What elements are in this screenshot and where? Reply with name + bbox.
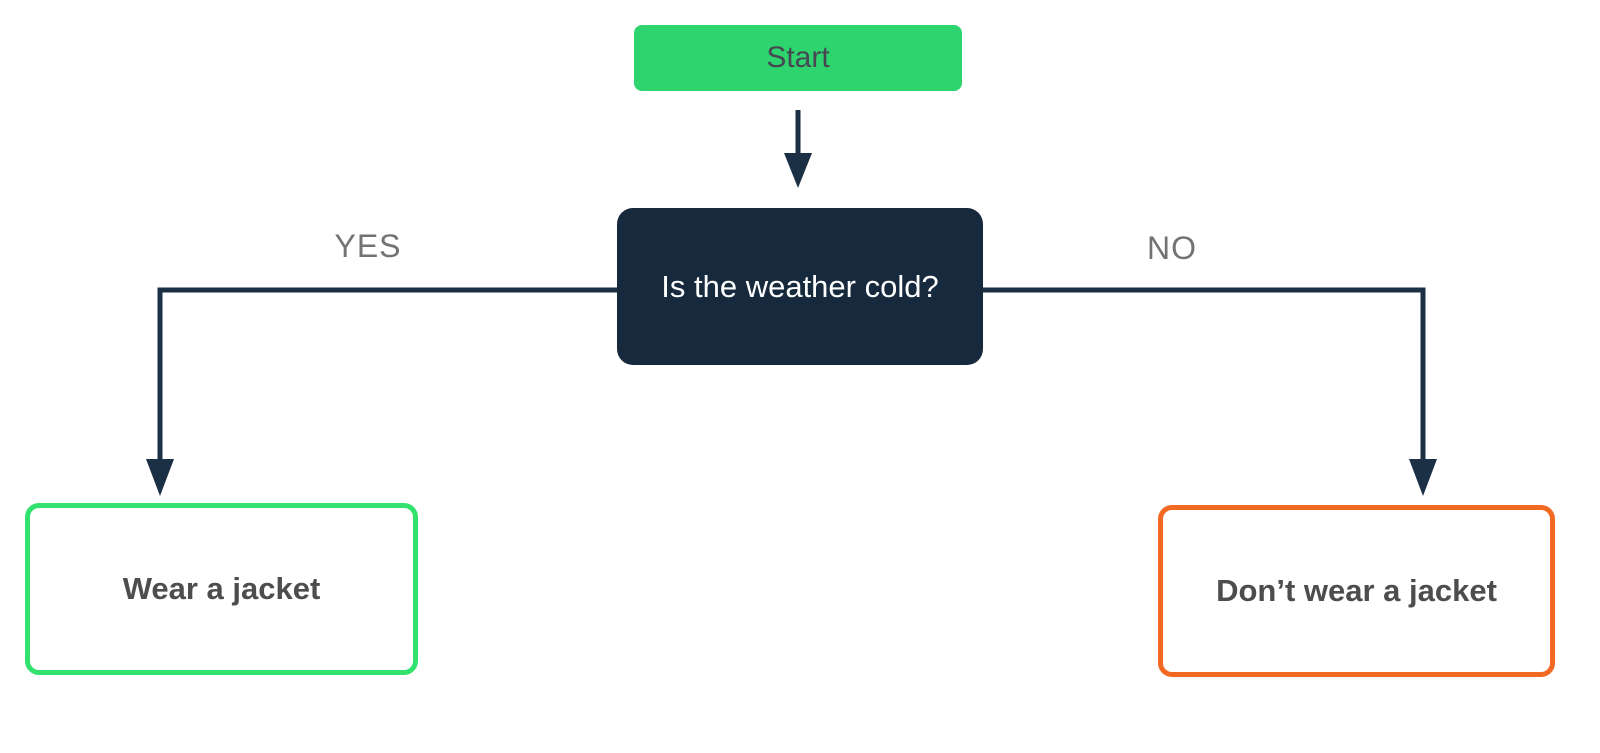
node-start: Start <box>634 25 962 91</box>
node-wear-a-jacket: Wear a jacket <box>25 503 418 675</box>
node-start-label: Start <box>766 41 830 74</box>
node-dont-wear-a-jacket: Don’t wear a jacket <box>1158 505 1555 677</box>
edge-no <box>983 287 1426 461</box>
node-wear-a-jacket-label: Wear a jacket <box>122 571 321 607</box>
arrowhead-start-to-decision-icon <box>784 153 812 188</box>
edge-label-no: NO <box>1147 230 1197 266</box>
arrowhead-no-icon <box>1409 459 1437 496</box>
arrowhead-yes-icon <box>146 459 174 496</box>
edge-yes <box>157 287 617 461</box>
node-decision: Is the weather cold? <box>617 208 983 365</box>
edge-label-yes: YES <box>334 228 402 264</box>
node-decision-label: Is the weather cold? <box>661 268 939 304</box>
node-dont-wear-a-jacket-label: Don’t wear a jacket <box>1216 573 1497 609</box>
